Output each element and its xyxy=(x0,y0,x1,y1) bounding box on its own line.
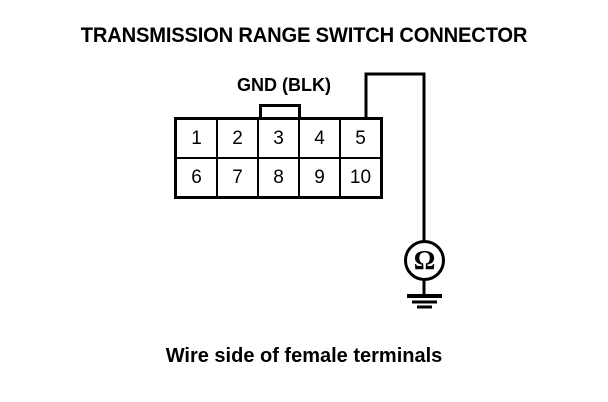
pin-cell-5: 5 xyxy=(341,120,380,157)
connector-pin-grid: 1 2 3 4 5 6 7 8 9 10 xyxy=(174,117,383,199)
page-title: TRANSMISSION RANGE SWITCH CONNECTOR xyxy=(80,24,528,47)
pin-cell-4: 4 xyxy=(300,120,341,157)
pin-cell-1: 1 xyxy=(177,120,218,157)
diagram-caption: Wire side of female terminals xyxy=(165,345,443,367)
pin-row-bottom: 6 7 8 9 10 xyxy=(177,159,380,196)
connector-keyway-notch xyxy=(259,104,301,120)
pin-cell-10: 10 xyxy=(341,159,380,196)
pin-cell-8: 8 xyxy=(259,159,300,196)
pin-cell-3: 3 xyxy=(259,120,300,157)
pin-cell-7: 7 xyxy=(218,159,259,196)
pin-cell-2: 2 xyxy=(218,120,259,157)
ohmmeter-circle xyxy=(404,240,445,281)
pin-cell-9: 9 xyxy=(300,159,341,196)
pin-row-top: 1 2 3 4 5 xyxy=(177,120,380,159)
pin-cell-6: 6 xyxy=(177,159,218,196)
gnd-wire-label: GND (BLK) xyxy=(237,75,331,95)
ohm-symbol: Ω xyxy=(414,245,436,275)
